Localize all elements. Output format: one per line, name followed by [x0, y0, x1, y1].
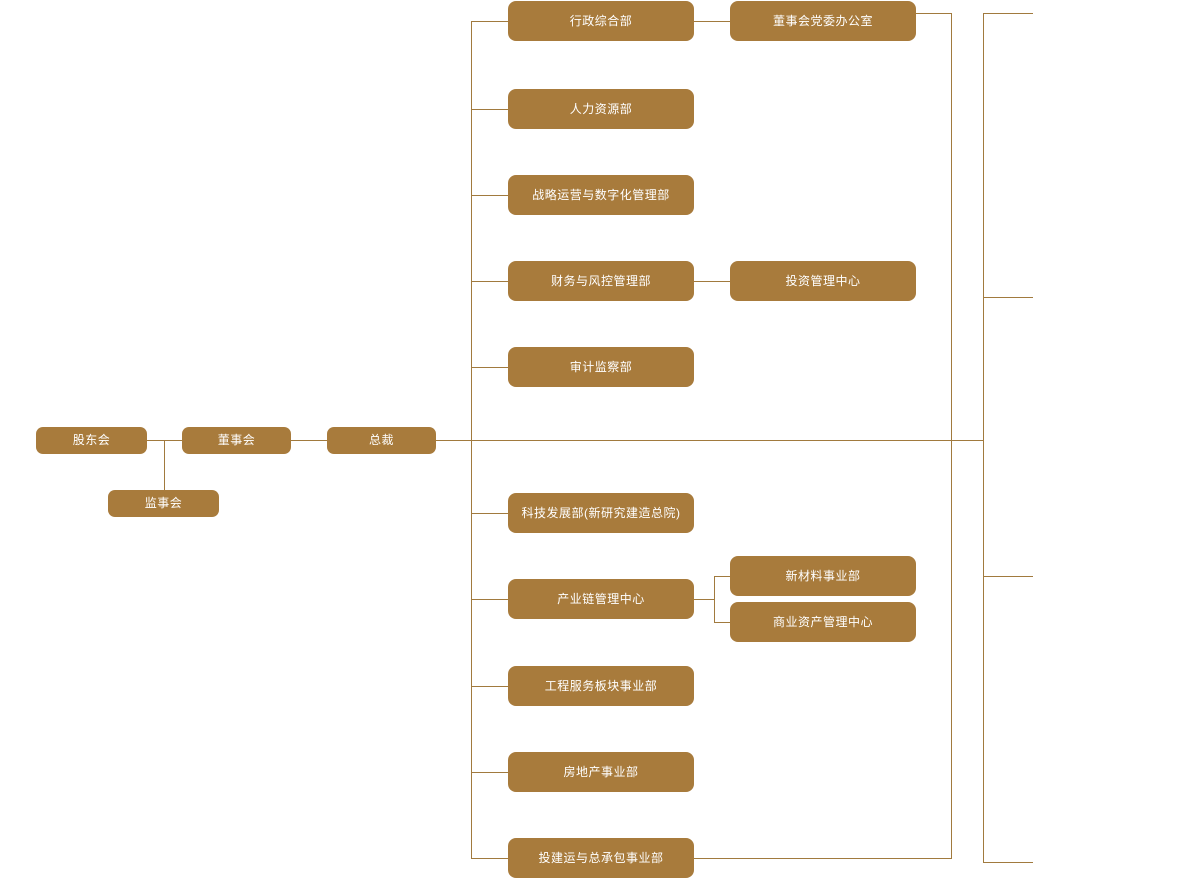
connector-main-spine — [471, 21, 472, 859]
node-shareholders-meeting[interactable]: 股东会 — [36, 427, 147, 454]
node-subunit-new-materials[interactable]: 新材料事业部 — [730, 556, 916, 596]
connector-inner-right-rail — [951, 13, 952, 859]
connector-outer-rail-stub-top — [983, 13, 1033, 14]
node-label: 投建运与总承包事业部 — [538, 850, 664, 865]
connector-admin-to-party-office — [694, 21, 730, 22]
connector-finance-to-investment-center — [694, 281, 730, 282]
node-label: 人力资源部 — [569, 101, 633, 116]
connector-outer-rail-stub-lower-mid — [983, 576, 1033, 577]
node-label: 新材料事业部 — [785, 568, 861, 583]
connector-to-new-materials — [714, 576, 730, 577]
connector-board-to-president — [291, 440, 327, 441]
connector-outer-rail-stub-upper-mid — [983, 297, 1033, 298]
node-department-industry-chain[interactable]: 产业链管理中心 — [508, 579, 694, 619]
connector-spine-to-investment-epc — [471, 858, 508, 859]
connector-industry-chain-split — [714, 576, 715, 622]
node-label: 行政综合部 — [569, 13, 633, 28]
connector-spine-to-hr — [471, 109, 508, 110]
connector-supervisors-drop — [164, 440, 165, 504]
node-department-engineering[interactable]: 工程服务板块事业部 — [508, 666, 694, 706]
node-department-admin[interactable]: 行政综合部 — [508, 1, 694, 41]
connector-party-office-to-inner-rail — [916, 13, 951, 14]
node-board-of-supervisors[interactable]: 监事会 — [108, 490, 219, 517]
node-label: 投资管理中心 — [785, 273, 861, 288]
node-department-realestate[interactable]: 房地产事业部 — [508, 752, 694, 792]
node-label: 商业资产管理中心 — [772, 614, 873, 629]
node-department-finance[interactable]: 财务与风控管理部 — [508, 261, 694, 301]
node-label: 总裁 — [368, 433, 394, 448]
node-label: 产业链管理中心 — [557, 591, 645, 606]
node-label: 房地产事业部 — [563, 764, 639, 779]
node-department-strategy[interactable]: 战略运营与数字化管理部 — [508, 175, 694, 215]
node-subunit-commercial-assets[interactable]: 商业资产管理中心 — [730, 602, 916, 642]
node-label: 监事会 — [144, 496, 183, 511]
connector-president-to-spine — [436, 440, 984, 441]
node-label: 财务与风控管理部 — [550, 273, 651, 288]
node-label: 工程服务板块事业部 — [544, 678, 658, 693]
node-label: 战略运营与数字化管理部 — [532, 187, 670, 202]
connector-investment-epc-to-inner-rail — [694, 858, 951, 859]
connector-outer-right-rail — [983, 13, 984, 862]
connector-to-commercial-assets — [714, 622, 730, 623]
node-label: 审计监察部 — [569, 359, 633, 374]
node-board-of-directors[interactable]: 董事会 — [182, 427, 291, 454]
connector-spine-to-industry-chain — [471, 599, 508, 600]
connector-spine-to-engineering — [471, 686, 508, 687]
connector-spine-to-realestate — [471, 772, 508, 773]
node-label: 董事会 — [217, 433, 256, 448]
connector-spine-to-admin — [471, 21, 508, 22]
node-department-tech[interactable]: 科技发展部(新研究建造总院) — [508, 493, 694, 533]
node-label: 股东会 — [72, 433, 111, 448]
connector-spine-to-audit — [471, 367, 508, 368]
node-subunit-party-office[interactable]: 董事会党委办公室 — [730, 1, 916, 41]
connector-spine-to-strategy — [471, 195, 508, 196]
node-label: 科技发展部(新研究建造总院) — [521, 505, 681, 520]
node-department-audit[interactable]: 审计监察部 — [508, 347, 694, 387]
node-department-investment-epc[interactable]: 投建运与总承包事业部 — [508, 838, 694, 878]
connector-spine-to-tech — [471, 513, 508, 514]
node-label: 董事会党委办公室 — [772, 13, 873, 28]
node-president[interactable]: 总裁 — [327, 427, 436, 454]
connector-spine-to-finance — [471, 281, 508, 282]
node-department-hr[interactable]: 人力资源部 — [508, 89, 694, 129]
connector-outer-rail-stub-bottom — [983, 862, 1033, 863]
node-subunit-investment-center[interactable]: 投资管理中心 — [730, 261, 916, 301]
connector-industry-chain-stub — [694, 599, 714, 600]
